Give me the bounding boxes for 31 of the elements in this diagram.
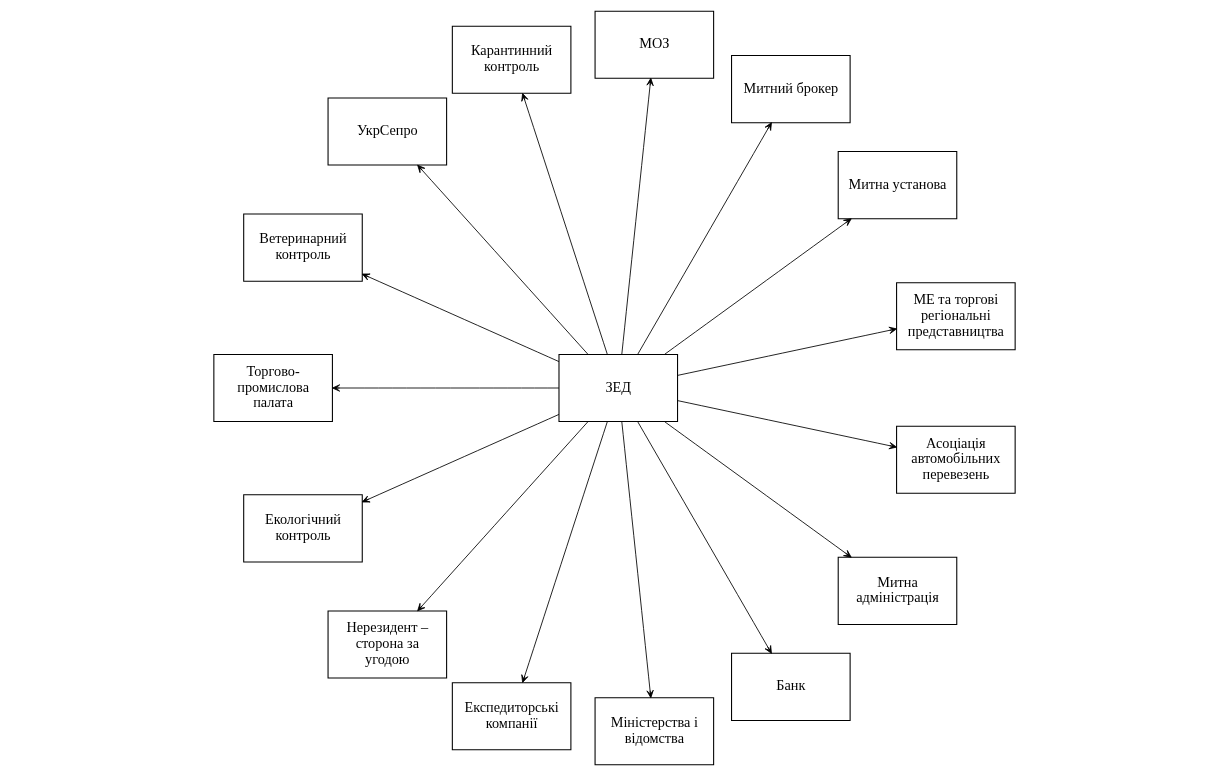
node-box: Митна адміністрація <box>837 556 957 625</box>
node-box: УкрСепро <box>327 97 447 166</box>
arrow <box>676 326 897 376</box>
arrow <box>361 273 559 363</box>
node-box: Ветеринарний контроль <box>242 213 363 282</box>
arrow <box>331 384 559 392</box>
arrow <box>520 421 608 683</box>
node-box: МЕ та торгові регіональні представництва <box>895 282 1016 351</box>
node-box: Карантинний контроль <box>451 25 571 94</box>
arrow <box>636 122 772 355</box>
node-box: Митний брокер <box>730 55 851 124</box>
arrow <box>361 413 559 503</box>
node-box: Митна установа <box>837 151 957 220</box>
node-box: Міністерства і відомства <box>594 697 714 766</box>
arrow <box>520 93 608 355</box>
node-box: Експедиторські компанії <box>451 682 571 751</box>
node-box: Нерезидент – сторона за угодою <box>327 610 447 679</box>
arrow <box>663 218 852 355</box>
arrow <box>416 421 588 612</box>
node-box: Торгово-промислова палата <box>212 353 333 423</box>
arrow <box>636 421 772 654</box>
node-box: Банк <box>730 652 851 721</box>
arrow <box>663 421 852 558</box>
arrow <box>620 421 654 699</box>
node-box: Асоціація автомобільних перевезень <box>895 425 1016 494</box>
node-box: ЗЕД <box>557 353 678 423</box>
node-box: Екологічний контроль <box>242 494 363 563</box>
arrow <box>620 77 654 355</box>
arrow <box>416 164 588 355</box>
node-box: МОЗ <box>594 10 714 79</box>
arrow <box>676 400 897 450</box>
